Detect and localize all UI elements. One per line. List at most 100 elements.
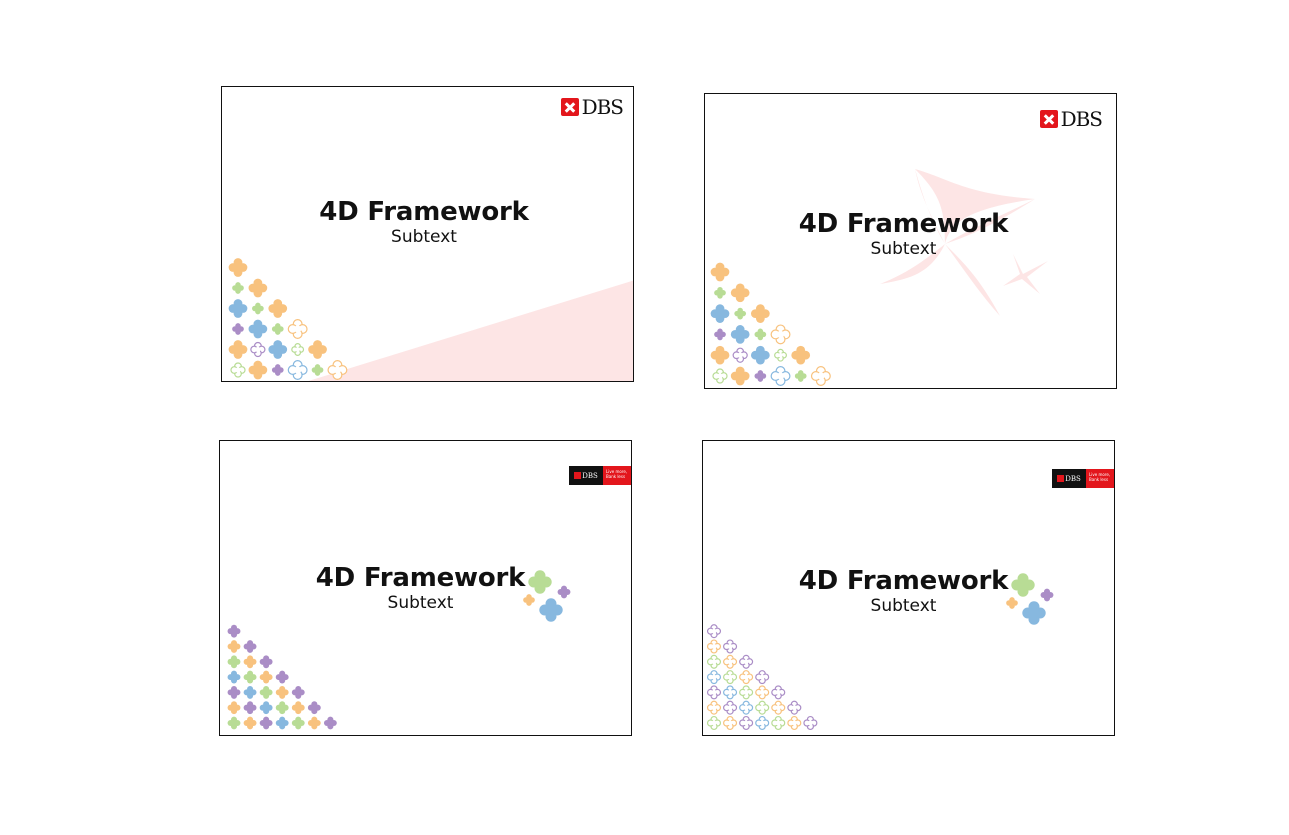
flower-icon — [311, 364, 324, 376]
flower-icon — [770, 366, 791, 386]
dbs-logo-text: DBS — [581, 95, 624, 119]
slide-title: 4D Framework — [798, 566, 1009, 596]
flower-icon — [275, 685, 289, 699]
banner-tagline: Live more, Bank less — [1086, 469, 1114, 488]
flower-icon — [243, 655, 257, 669]
flower-icon — [754, 370, 767, 382]
flower-icon — [706, 700, 722, 715]
flower-icon — [810, 366, 831, 386]
flower-icon — [755, 685, 770, 700]
pink-wedge-shape — [308, 280, 633, 381]
flower-icon — [250, 341, 266, 358]
flower-icon — [1011, 573, 1035, 597]
sparkle-large-icon — [880, 169, 1035, 316]
pink-sparkle-background — [710, 169, 1048, 386]
flower-icon — [706, 654, 722, 669]
flower-icon — [243, 716, 257, 730]
flower-icon — [754, 328, 767, 341]
dbs-banner-logo: DBS Live more, Bank less — [569, 466, 631, 485]
flower-icon — [734, 307, 747, 320]
flower-icon — [739, 715, 754, 731]
banner-black-part: DBS — [569, 466, 603, 485]
flower-icon — [730, 283, 750, 303]
flower-icon — [755, 700, 770, 715]
slide-thumbnail-2[interactable]: DBS 4D Framework Subtext — [704, 93, 1117, 389]
slide-thumbnail-3[interactable]: DBS Live more, Bank less 4D Framework Su… — [219, 440, 632, 736]
flower-icon — [523, 594, 535, 606]
flower-decoration — [227, 570, 571, 730]
flower-icon — [323, 716, 337, 730]
sparkle-small-icon — [1003, 254, 1048, 294]
flower-icon — [227, 670, 241, 684]
flower-decoration — [706, 573, 1054, 731]
slide-title: 4D Framework — [315, 563, 526, 593]
flower-icon — [787, 715, 802, 731]
slide-title: 4D Framework — [798, 209, 1009, 239]
flower-icon — [227, 716, 241, 730]
flower-icon — [291, 716, 305, 730]
flower-icon — [227, 685, 241, 699]
flower-icon — [287, 360, 308, 380]
banner-logo-text: DBS — [1065, 474, 1081, 483]
flower-icon — [755, 715, 770, 731]
flower-icon — [291, 685, 305, 699]
dbs-mark-icon — [574, 472, 582, 479]
dbs-logo: DBS — [560, 95, 624, 119]
flower-icon — [1006, 597, 1018, 609]
flower-icon — [248, 278, 268, 298]
banner-logo-text: DBS — [582, 471, 598, 480]
flower-icon — [706, 685, 722, 700]
flower-icon — [1022, 601, 1046, 625]
flower-icon — [771, 685, 786, 700]
flower-icon — [275, 701, 289, 715]
flower-icon — [730, 366, 750, 386]
flower-icon — [227, 624, 241, 638]
flower-icon — [750, 345, 770, 365]
slide-thumbnail-4[interactable]: DBS Live more, Bank less 4D Framework Su… — [702, 440, 1115, 736]
flower-icon — [228, 258, 248, 277]
dbs-banner-logo: DBS Live more, Bank less — [1052, 469, 1114, 488]
pink-wedge-background — [228, 258, 633, 381]
slide-title: 4D Framework — [319, 197, 529, 227]
flower-icon — [739, 700, 754, 715]
flower-icon — [539, 598, 563, 622]
flower-icon — [259, 701, 273, 715]
slide-thumbnail-1[interactable]: DBS 4D Framework Subtext — [221, 86, 634, 382]
flower-icon — [755, 670, 770, 685]
flower-icon — [706, 639, 722, 654]
flower-icon — [714, 328, 726, 341]
flower-icon — [271, 364, 284, 376]
flower-icon — [275, 716, 289, 730]
flower-icon — [227, 655, 241, 669]
flower-icon — [712, 368, 728, 384]
flower-icon — [706, 715, 722, 731]
flower-icon — [291, 343, 305, 356]
flower-icon — [227, 701, 241, 715]
flower-icon — [557, 585, 571, 599]
flower-icon — [714, 286, 726, 299]
flower-icon — [327, 360, 348, 380]
dbs-logo-text: DBS — [1060, 107, 1103, 131]
flower-icon — [723, 639, 738, 654]
flower-icon — [750, 304, 770, 323]
flower-icon — [252, 302, 264, 315]
flower-icon — [259, 670, 273, 684]
flower-icon — [291, 701, 305, 715]
flower-icon — [770, 324, 791, 345]
flower-icon — [739, 670, 754, 685]
flower-icon — [771, 700, 786, 715]
flower-icon — [243, 701, 257, 715]
flower-icon — [723, 700, 738, 715]
slide-subtitle: Subtext — [387, 593, 454, 613]
flower-icon — [248, 319, 268, 339]
flower-icon — [710, 345, 730, 365]
flower-icon — [771, 715, 786, 731]
slide-subtitle: Subtext — [391, 227, 457, 247]
flower-icon — [528, 570, 552, 594]
flower-icon — [230, 362, 246, 378]
flower-icon — [243, 640, 257, 653]
flower-icon — [791, 345, 811, 365]
flower-icon — [706, 624, 722, 639]
slide-subtitle: Subtext — [870, 239, 937, 259]
flower-icon — [259, 655, 273, 669]
